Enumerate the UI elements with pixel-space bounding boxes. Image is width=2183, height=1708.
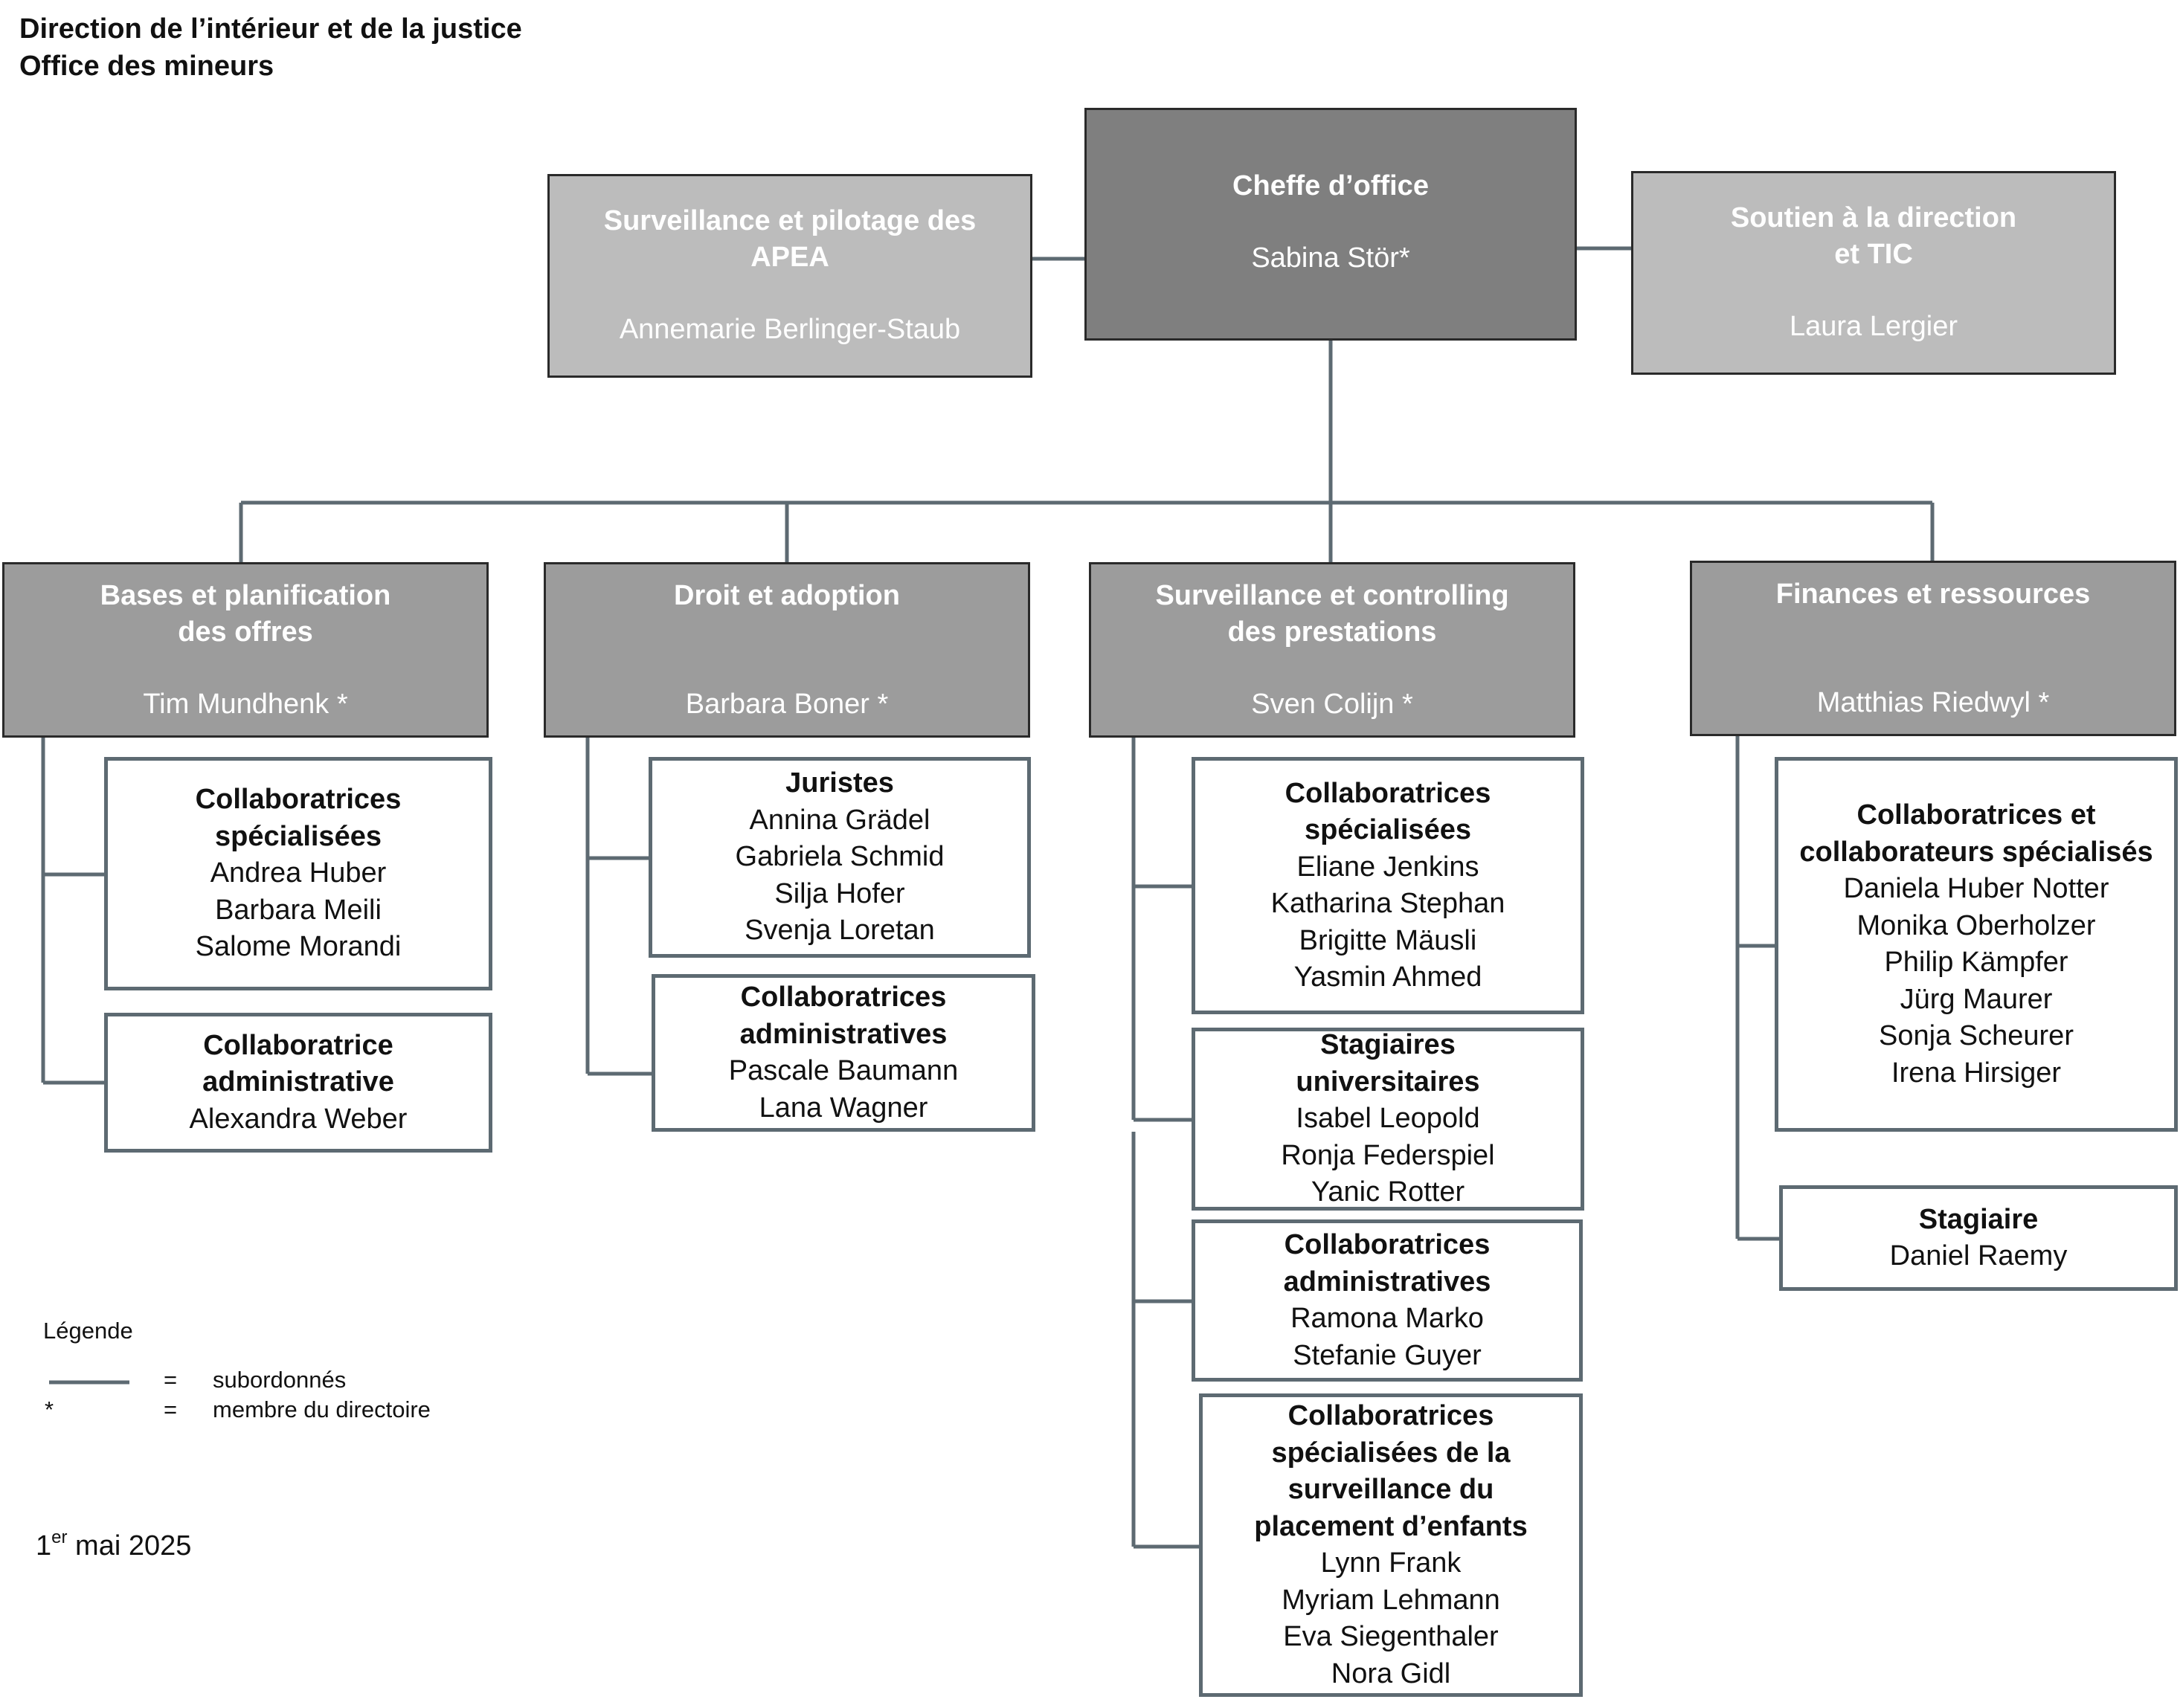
header-direction: Direction de l’intérieur et de la justic… <box>19 13 522 45</box>
date-day: 1 <box>36 1530 52 1562</box>
unit-title-line: Juristes <box>785 767 894 799</box>
unit-title-line: Stagiaires <box>1320 1029 1456 1061</box>
dept3-name: Sven Colijn * <box>1251 689 1413 720</box>
dept4-title-line1: Finances et ressources <box>1775 579 2091 610</box>
unit-d3-foster-care: Collaboratrices spécialisées de la surve… <box>1199 1393 1583 1697</box>
unit-d1-admin: Collaboratrice administrative Alexandra … <box>104 1013 492 1153</box>
unit-member: Jürg Maurer <box>1900 983 2053 1015</box>
unit-d3-admin: Collaboratrices administratives Ramona M… <box>1192 1219 1583 1382</box>
unit-title-line: collaborateurs spécialisés <box>1799 836 2153 868</box>
unit-title-line: surveillance du <box>1287 1474 1494 1505</box>
dept1-title-line1: Bases et planification <box>100 580 391 611</box>
apea-name: Annemarie Berlinger-Staub <box>619 314 961 345</box>
apea-title-line2: APEA <box>750 242 829 273</box>
unit-title-line: universitaires <box>1296 1066 1480 1098</box>
support-title-line1: Soutien à la direction <box>1730 202 2017 233</box>
legend-text-2: membre du directoire <box>213 1396 431 1422</box>
unit-title-line: spécialisées <box>215 820 382 852</box>
legend-eq-1: = <box>164 1367 178 1393</box>
page-header: Direction de l’intérieur et de la justic… <box>19 10 522 85</box>
unit-member: Yanic Rotter <box>1311 1176 1465 1208</box>
unit-member: Yasmin Ahmed <box>1293 961 1482 993</box>
box-dept-planning: Bases et planification des offres Tim Mu… <box>2 562 489 738</box>
unit-title-line: administratives <box>739 1018 948 1050</box>
head-name: Sabina Stör* <box>1251 242 1410 274</box>
unit-member: Isabel Leopold <box>1296 1103 1480 1135</box>
box-dept-finance: Finances et ressources Matthias Riedwyl … <box>1690 561 2176 736</box>
unit-d4-intern: Stagiaire Daniel Raemy <box>1779 1185 2178 1291</box>
head-title: Cheffe d’office <box>1232 170 1429 202</box>
unit-member: Silja Hofer <box>774 877 905 909</box>
apea-title-line1: Surveillance et pilotage des <box>603 205 977 236</box>
box-direction-support: Soutien à la direction et TIC Laura Lerg… <box>1631 171 2116 375</box>
unit-member: Svenja Loretan <box>745 915 935 947</box>
unit-member: Eliane Jenkins <box>1296 851 1479 883</box>
unit-member: Pascale Baumann <box>728 1055 959 1086</box>
unit-member: Andrea Huber <box>210 857 387 889</box>
dept3-title-line2: des prestations <box>1227 616 1437 648</box>
dept1-name: Tim Mundhenk * <box>143 689 348 720</box>
unit-member: Nora Gidl <box>1331 1657 1451 1689</box>
unit-title-line: Collaboratrices <box>1287 1400 1494 1431</box>
unit-title-line: Collaboratrices et <box>1856 799 2096 831</box>
box-head-of-office: Cheffe d’office Sabina Stör* <box>1084 108 1577 341</box>
dept1-title-line2: des offres <box>178 616 313 648</box>
support-name: Laura Lergier <box>1789 311 1958 342</box>
unit-title-line: Collaboratrices <box>1284 1229 1491 1260</box>
unit-member: Salome Morandi <box>195 931 402 963</box>
unit-d2-lawyers: Juristes Annina Grädel Gabriela Schmid S… <box>649 757 1031 958</box>
unit-member: Eva Siegenthaler <box>1283 1621 1499 1652</box>
dept4-name: Matthias Riedwyl * <box>1816 687 2050 718</box>
date-suffix: er <box>51 1527 68 1547</box>
support-title-line2: et TIC <box>1834 239 1913 270</box>
unit-member: Katharina Stephan <box>1270 888 1505 919</box>
unit-member: Lynn Frank <box>1320 1547 1462 1579</box>
legend-text-1: subordonnés <box>213 1367 347 1393</box>
unit-member: Ramona Marko <box>1290 1303 1484 1334</box>
unit-title-line: spécialisées <box>1305 814 1471 845</box>
unit-title-line: Collaboratrice <box>203 1029 393 1061</box>
header-office: Office des mineurs <box>19 51 274 82</box>
dept2-name: Barbara Boner * <box>685 689 889 720</box>
unit-member: Daniela Huber Notter <box>1843 873 2109 904</box>
unit-title-line: Collaboratrices <box>740 982 947 1013</box>
unit-title-line: placement d’enfants <box>1254 1510 1528 1542</box>
unit-member: Lana Wagner <box>759 1092 928 1124</box>
unit-member: Irena Hirsiger <box>1891 1057 2062 1089</box>
unit-d3-specialists: Collaboratrices spécialisées Eliane Jenk… <box>1192 757 1584 1014</box>
unit-d1-specialists: Collaboratrices spécialisées Andrea Hube… <box>104 757 492 990</box>
unit-title-line: Stagiaire <box>1918 1203 2039 1235</box>
unit-member: Ronja Federspiel <box>1281 1139 1495 1171</box>
date-rest: mai 2025 <box>67 1530 192 1562</box>
dept3-title-line1: Surveillance et controlling <box>1155 580 1509 611</box>
unit-member: Stefanie Guyer <box>1293 1339 1482 1371</box>
unit-title-line: spécialisées de la <box>1271 1437 1511 1469</box>
box-dept-controlling: Surveillance et controlling des prestati… <box>1089 562 1575 738</box>
unit-member: Myriam Lehmann <box>1282 1584 1500 1616</box>
unit-member: Annina Grädel <box>749 804 930 836</box>
unit-member: Sonja Scheurer <box>1879 1020 2074 1051</box>
dept2-title-line1: Droit et adoption <box>674 580 900 611</box>
unit-member: Daniel Raemy <box>1889 1240 2068 1272</box>
unit-member: Monika Oberholzer <box>1856 909 2096 941</box>
unit-title-line: administrative <box>202 1066 394 1098</box>
box-dept-law: Droit et adoption Barbara Boner * <box>544 562 1030 738</box>
date-stamp: 1er mai 2025 <box>36 1527 192 1562</box>
unit-member: Gabriela Schmid <box>735 841 945 873</box>
unit-member: Alexandra Weber <box>189 1103 408 1135</box>
unit-title-line: administratives <box>1283 1266 1491 1298</box>
legend-title: Légende <box>43 1318 133 1344</box>
unit-d2-admin: Collaboratrices administratives Pascale … <box>652 974 1035 1132</box>
unit-d3-interns: Stagiaires universitaires Isabel Leopold… <box>1192 1028 1584 1211</box>
box-apea-supervision: Surveillance et pilotage des APEA Annema… <box>547 174 1032 378</box>
unit-d4-specialists: Collaboratrices et collaborateurs spécia… <box>1775 757 2178 1132</box>
unit-member: Philip Kämpfer <box>1884 947 2068 978</box>
legend-symbol-2: * <box>45 1396 54 1422</box>
unit-member: Barbara Meili <box>215 894 382 926</box>
unit-member: Brigitte Mäusli <box>1299 924 1477 956</box>
unit-title-line: Collaboratrices <box>1285 777 1491 809</box>
unit-title-line: Collaboratrices <box>195 784 402 816</box>
legend-eq-2: = <box>164 1396 178 1422</box>
